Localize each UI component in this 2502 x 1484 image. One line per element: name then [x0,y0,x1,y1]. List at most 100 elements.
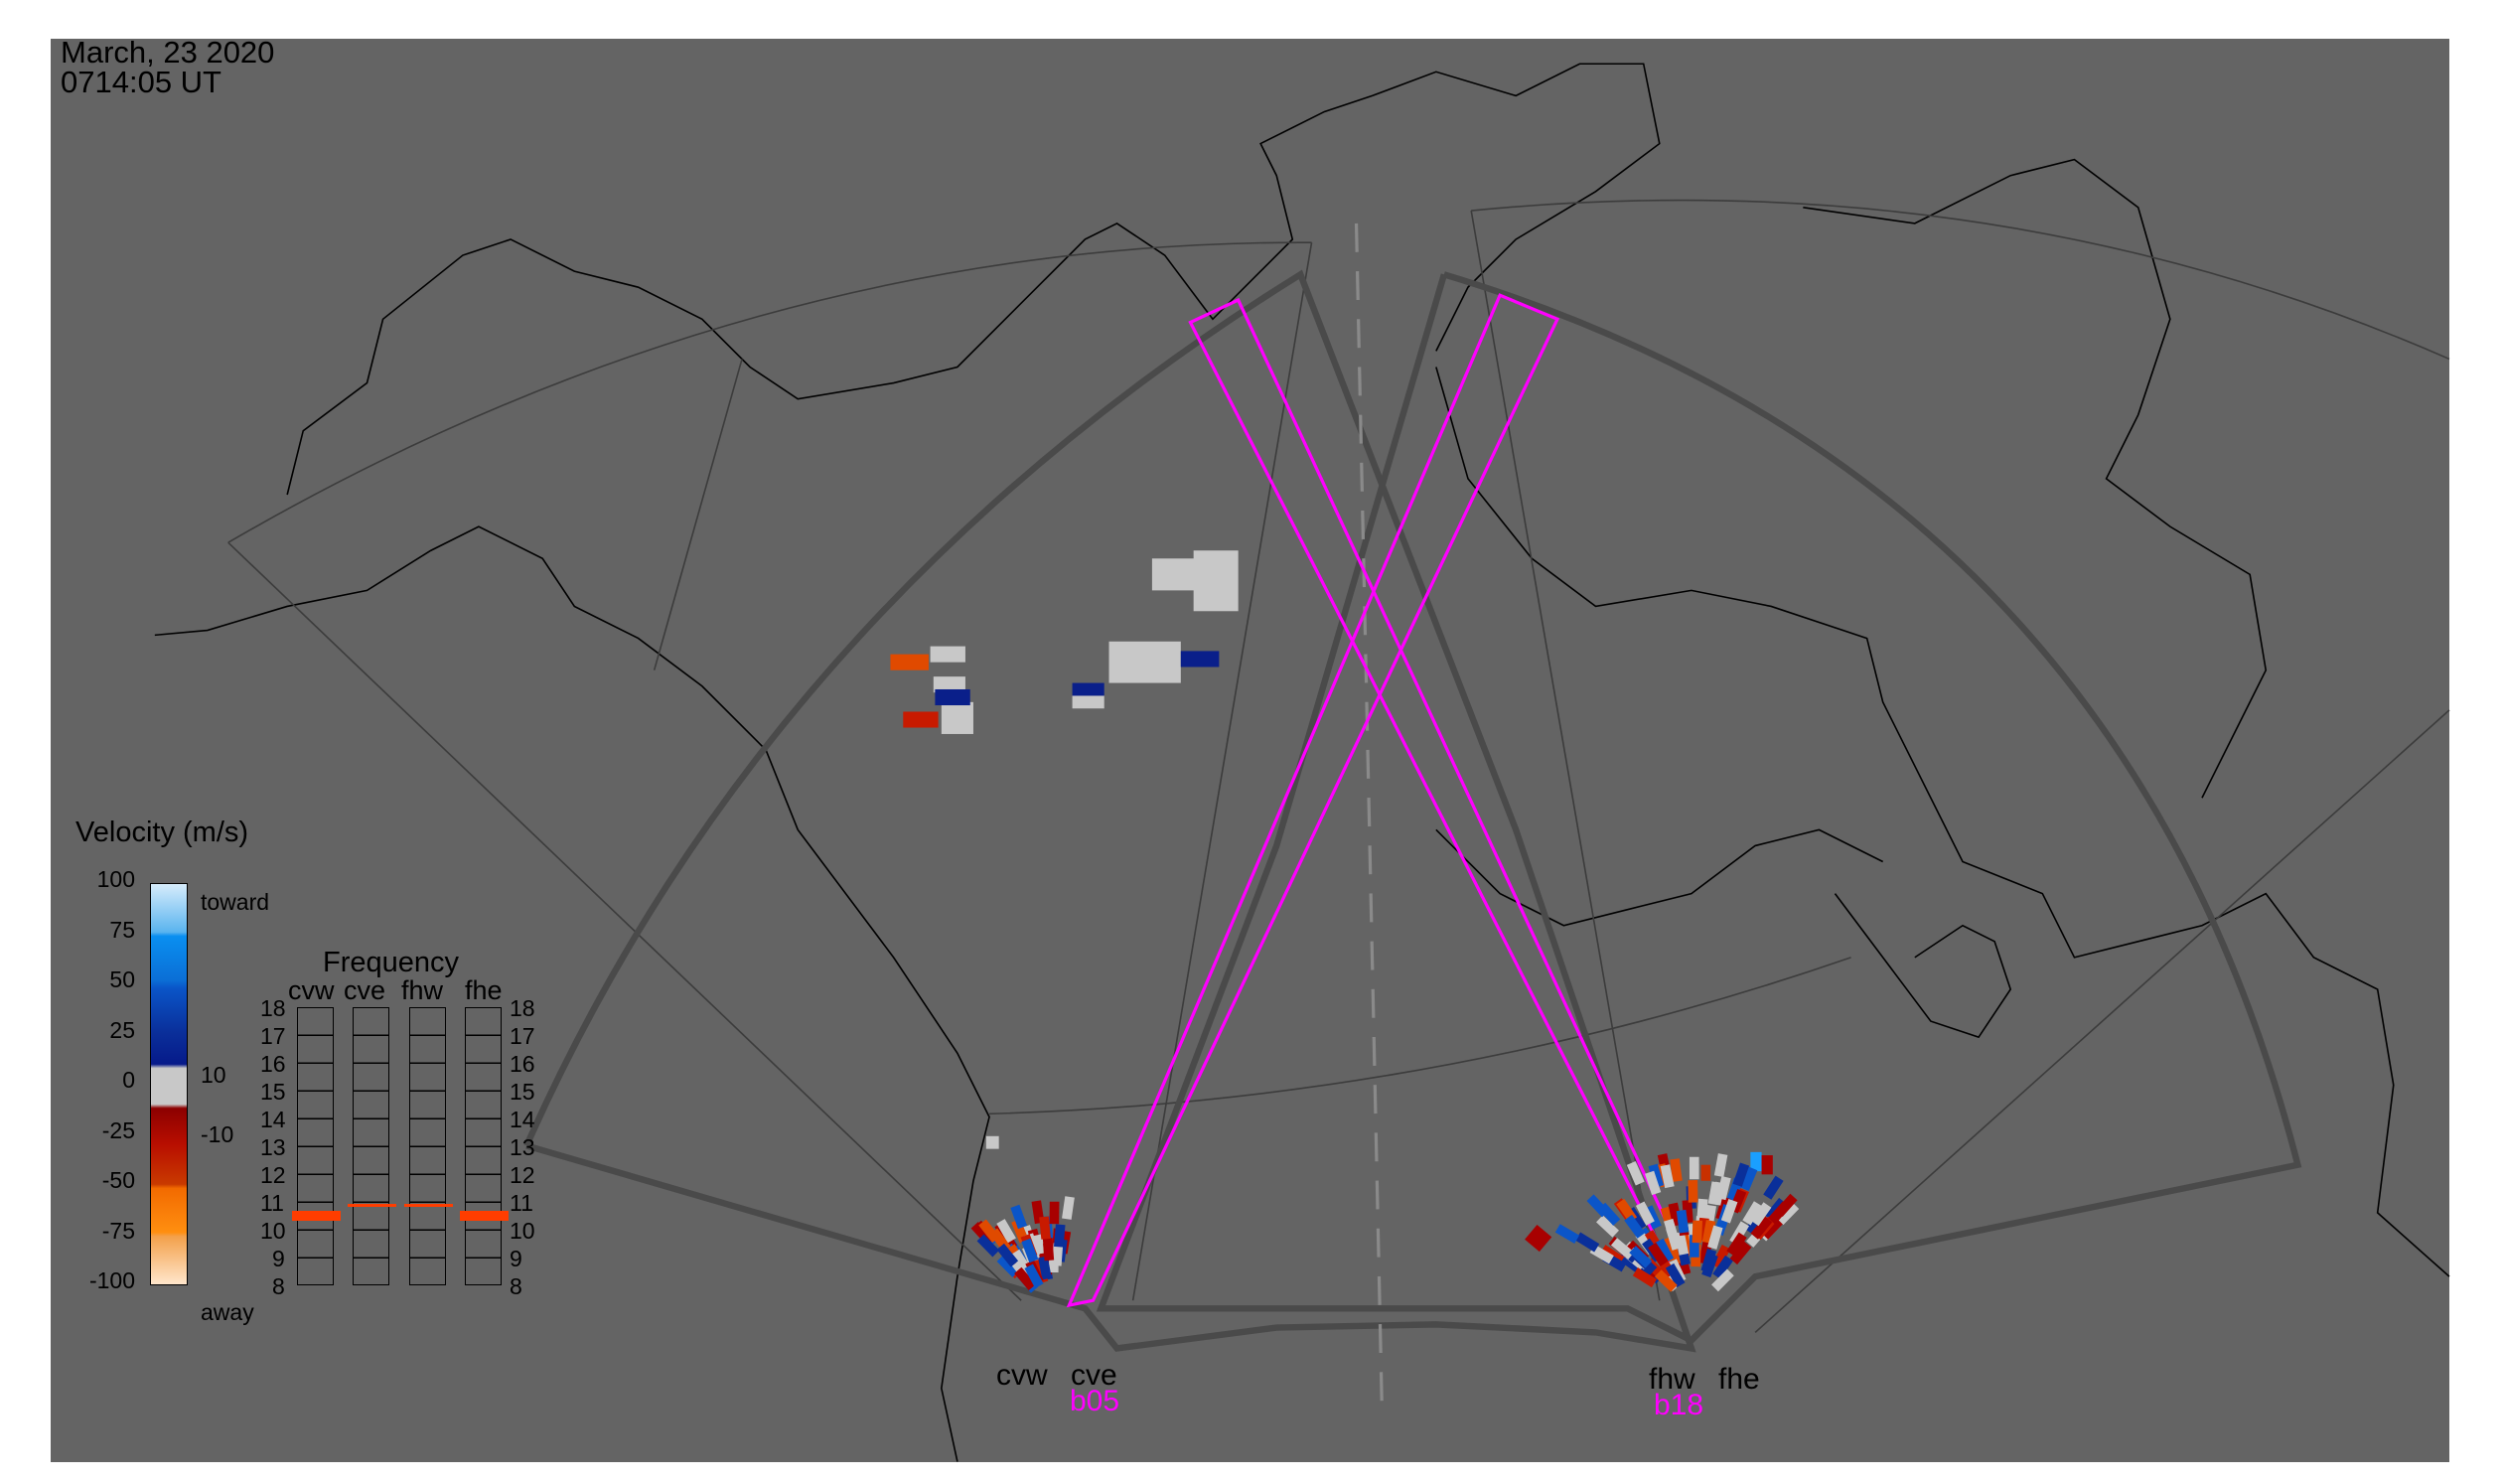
frequency-bar-fhe [465,1007,502,1285]
coastline-alaska-north [286,63,1661,496]
frequency-bar-cve [353,1007,389,1285]
frequency-tick-left: 9 [272,1246,285,1271]
frequency-tick-left: 15 [260,1079,286,1105]
echo-cell [1010,1204,1028,1230]
echo-cell [978,1219,1000,1244]
echo-cell [1598,1202,1621,1226]
coastlines [154,63,2450,1462]
echo-cell [1707,1181,1722,1206]
echo-cell [1054,1224,1066,1248]
coastline-hudson [1435,828,1884,927]
beam-b18 [1188,297,1691,1279]
echo-cell [941,701,973,734]
frequency-tick-right: 12 [510,1162,535,1188]
echo-cell [1776,1202,1800,1226]
echo-cell [1193,550,1239,612]
echo-cell [1624,1214,1646,1239]
echo-cell [1049,1201,1060,1225]
echo-cell [1525,1225,1552,1253]
echo-cell [903,711,939,728]
frequency-marker-fhw [404,1203,453,1207]
echo-cell [1676,1209,1690,1234]
coastline-alaska [154,525,990,1462]
toward-label: toward [201,889,270,915]
frequency-tick-right: 8 [510,1273,522,1299]
velocity-tick: -50 [101,1167,135,1193]
echo-cell [1072,695,1104,709]
echo-cell [890,654,929,670]
echo-cell [1711,1244,1731,1269]
echo-cell [1610,1238,1635,1260]
beam-label-b05: b05 [1070,1385,1120,1417]
echo-cell [985,1135,999,1149]
beam-b05 [1066,293,1560,1308]
velocity-tick: -25 [101,1116,135,1143]
velocity-tick: -75 [101,1217,135,1244]
echo-cell [1720,1199,1738,1224]
echo-cell [1108,641,1181,683]
frequency-column-label-cvw: cvw [288,975,335,1005]
station-cve: cve [1071,1359,1117,1392]
frequency-column-label-fhe: fhe [465,975,503,1005]
echo-cell [1648,1242,1669,1266]
echo-cell [1660,1164,1675,1189]
frequency-marker-cve [348,1203,396,1207]
fov-fh [1096,271,2302,1345]
velocity-tick: 50 [109,966,135,992]
velocity-tick: 100 [96,866,135,892]
echo-cell [1021,1238,1039,1263]
echo-cell [1711,1268,1734,1292]
frequency-tick-left: 18 [260,995,286,1021]
echo-cell [1014,1266,1037,1291]
frequency-tick-left: 8 [272,1273,285,1299]
echo-cell [1626,1160,1645,1186]
echo-cell [1635,1201,1655,1226]
velocity-colorbar [150,883,188,1285]
frequency-tick-right: 14 [510,1107,535,1132]
frequency-title: Frequency [323,947,460,978]
frequency-tick-left: 10 [260,1218,286,1244]
echo-cell [1707,1225,1723,1250]
threshold-low: -10 [201,1121,234,1147]
echo-cell [935,688,970,706]
frequency-bar-fhw [409,1007,446,1285]
frequency-marker-cvw [292,1211,341,1221]
time-label: 0714:05 UT [61,65,221,99]
coastline-lakes [1834,893,2012,1039]
frequency-column-label-fhw: fhw [401,975,444,1005]
timestamp: March, 23 2020 0714:05 UT [61,37,274,99]
echo-cell [1750,1216,1773,1240]
echo-cell [1180,651,1220,668]
velocity-tick: -100 [88,1267,135,1293]
echo-cell [1648,1163,1665,1188]
echo-cell [1729,1241,1752,1265]
meridian-dashed [1354,223,1384,1405]
fov-thick [523,269,2302,1353]
frequency-tick-left: 12 [260,1162,286,1188]
echo-cell [1713,1153,1728,1178]
frequency-tick-right: 15 [510,1079,535,1105]
beam-label-b18: b18 [1654,1389,1704,1421]
frequency-marker-fhe [460,1211,509,1221]
echo-cell [1761,1155,1773,1175]
echo-cell [1665,1262,1686,1288]
echo-cell [996,1219,1016,1244]
frequency-tick-right: 11 [510,1190,533,1216]
echo-cell [1689,1156,1699,1180]
fov-thin [227,199,2450,1333]
echo-cell [1700,1164,1711,1181]
velocity-tick: 0 [122,1067,135,1093]
frequency-tick-left: 11 [260,1190,284,1216]
echo-cell [1726,1232,1747,1257]
echo-cell [1670,1158,1683,1182]
echo-cell [1732,1162,1750,1187]
frequency-bar-cvw [297,1007,334,1285]
radar-beams [1066,293,1691,1308]
echo-cell [1038,1256,1052,1280]
echo-cell [933,676,965,693]
echo-cell [1739,1166,1758,1192]
frequency-tick-left: 17 [260,1023,286,1049]
echo-cell [1011,1249,1032,1273]
fov-cv [523,269,1696,1353]
